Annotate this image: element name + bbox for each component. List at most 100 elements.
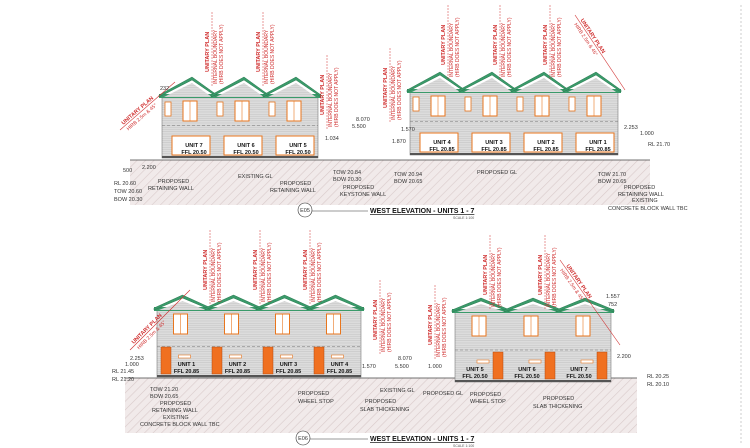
roof-gable xyxy=(306,294,365,311)
elevation-title: WEST ELEVATION - UNITS 1 - 7 xyxy=(370,208,474,215)
roof-gable xyxy=(503,297,563,313)
gable-siding xyxy=(516,78,564,92)
side-window xyxy=(216,101,224,117)
roof-gable xyxy=(255,294,314,311)
garage-door xyxy=(262,346,274,375)
recession-line xyxy=(559,259,621,346)
roof-gable xyxy=(451,297,511,313)
drawing-note-label: TOW 21.70 xyxy=(598,172,626,178)
drawing-note-label: 1.000 xyxy=(640,131,654,137)
hirb-not-apply-text: (HIRB DOES NOT APPLY) xyxy=(334,67,340,127)
internal-boundary-text: INTERNAL BOUNDARY xyxy=(264,29,270,84)
slab xyxy=(157,375,361,377)
ground-slider-door xyxy=(575,132,615,153)
ground-slider-door xyxy=(223,135,263,156)
drawing-note-label: 752 xyxy=(608,302,617,308)
side-window xyxy=(464,96,472,112)
drawing-note-label: EXISTING GL xyxy=(380,388,415,394)
drawing-note-label: 5.500 xyxy=(395,364,409,370)
hirb-not-apply-text: (HIRB DOES NOT APPLY) xyxy=(387,292,393,352)
unit-label: UNIT 5 xyxy=(466,367,483,373)
unit-label: UNIT 1 xyxy=(178,362,195,368)
drawing-note-label: WHEEL STOP xyxy=(470,399,506,405)
drawing-note-label: 2.200 xyxy=(142,165,156,171)
drawing-note-label: 1.570 xyxy=(362,364,376,370)
drawing-note-label: RL 21.20 xyxy=(112,377,134,383)
drawing-note-label: 8.070 xyxy=(398,356,412,362)
gable-siding xyxy=(568,78,616,92)
recession-line xyxy=(574,14,626,91)
unit-ffl-label: FFL 20.85 xyxy=(533,147,558,153)
gable-siding xyxy=(412,78,460,92)
drawing-note-label: RETAINING WALL xyxy=(270,188,316,194)
ground-hatch xyxy=(125,378,637,433)
roof-gable xyxy=(158,76,218,98)
side-window xyxy=(516,96,524,112)
unit-ffl-label: FFL 20.50 xyxy=(181,150,206,156)
drawing-note-label: PROPOSED xyxy=(365,399,396,405)
side-window xyxy=(164,101,172,117)
unitary-plan-title: UNITARY PLAN xyxy=(483,255,489,295)
unitary-plan-title: UNITARY PLAN xyxy=(383,68,389,108)
drawing-note-label: 1.870 xyxy=(392,139,406,145)
drawing-note-label: 2.253 xyxy=(624,125,638,131)
ground-hatch xyxy=(130,160,650,205)
drawing-note-label: 1.000 xyxy=(125,362,139,368)
drawing-note-label: 1.557 xyxy=(606,294,620,300)
gable-siding xyxy=(457,304,505,312)
slab xyxy=(455,380,611,382)
ground-slider-door xyxy=(171,135,211,156)
drawing-note-label: BOW 20.30 xyxy=(114,197,142,203)
slab xyxy=(410,153,618,155)
unitary-plan-title: UNITARY PLAN xyxy=(203,250,209,290)
unit-ffl-label: FFL 20.85 xyxy=(225,369,250,375)
drawing-note-label: 5.500 xyxy=(352,124,366,130)
drawing-note-label: PROPOSED xyxy=(158,179,189,185)
internal-boundary-text: INTERNAL BOUNDARY xyxy=(328,72,334,127)
garage-door xyxy=(160,346,172,375)
hirb-not-apply-text: (HIRB DOES NOT APPLY) xyxy=(217,242,223,302)
hirb-not-apply-text: (HIRB DOES NOT APPLY) xyxy=(267,242,273,302)
unit-ffl-label: FFL 20.50 xyxy=(514,374,539,380)
roof-gable xyxy=(406,71,466,93)
drawing-note-label: SLAB THICKENING xyxy=(360,407,409,413)
side-window xyxy=(412,96,420,112)
drawing-note-label: BOW 20.65 xyxy=(598,179,626,185)
drawing-note-label: BOW 20.30 xyxy=(333,177,361,183)
drawing-note-label: TOW 21.20 xyxy=(150,387,178,393)
unitary-plan-title: UNITARY PLAN xyxy=(441,25,447,65)
unit-ffl-label: FFL 20.50 xyxy=(285,150,310,156)
unitary-plan-title: UNITARY PLAN xyxy=(493,25,499,65)
hirb-not-apply-text: (HIRB DOES NOT APPLY) xyxy=(317,242,323,302)
ground-layer xyxy=(125,159,650,433)
roof-gable xyxy=(555,297,615,313)
recession-line xyxy=(129,289,191,351)
drawing-note-label: 1.000 xyxy=(428,364,442,370)
elevation-marker-circle xyxy=(295,430,311,446)
unit-label: UNIT 5 xyxy=(289,143,306,149)
unit-label: UNIT 6 xyxy=(237,143,254,149)
recession-line xyxy=(119,81,176,131)
drawing-note-label: WHEEL STOP xyxy=(298,399,334,405)
unit-ffl-label: FFL 20.50 xyxy=(566,374,591,380)
gable-siding xyxy=(312,301,359,310)
drawing-note-label: RETAINING WALL xyxy=(152,408,198,414)
internal-boundary-text: INTERNAL BOUNDARY xyxy=(436,302,442,357)
